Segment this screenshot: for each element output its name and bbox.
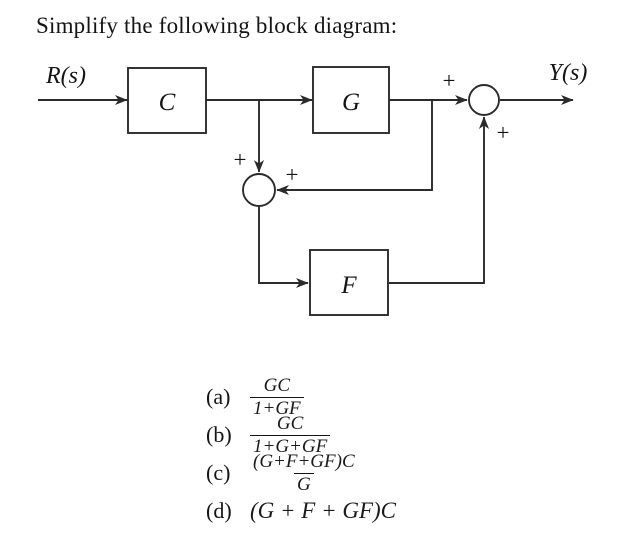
answer-option-b[interactable]: (b) GC 1+G+GF (206, 413, 626, 456)
block-G (312, 66, 390, 134)
sign-label-output-bottom: + (497, 120, 510, 145)
answer-option-a-denominator: 1+GF (250, 396, 304, 418)
wire-G-tap-to-inner-sum (276, 100, 433, 196)
answer-choices: (a) GC 1+GF (b) GC 1+G+GF (c) (G+F+GF)C … (206, 376, 626, 530)
answer-option-b-denominator: 1+G+GF (250, 434, 331, 456)
sign-label-inner-right: + (286, 162, 299, 187)
answer-option-d[interactable]: (d) (G + F + GF)C (206, 492, 626, 530)
answer-option-a-expression: GC 1+GF (250, 376, 304, 418)
page-title: Simplify the following block diagram: (36, 13, 398, 38)
wire-F-to-output-sum (389, 116, 490, 284)
answer-option-d-expression: (G + F + GF)C (250, 498, 397, 523)
wire-inner-sum-to-F (258, 206, 309, 289)
block-F (309, 249, 389, 316)
answer-option-a-label: (a) (206, 384, 231, 409)
answer-option-c-denominator: G (293, 472, 314, 494)
answer-option-c-numerator: (G+F+GF)C (253, 451, 355, 473)
block-F-label: F (340, 272, 357, 299)
answer-option-a[interactable]: (a) GC 1+GF (206, 376, 626, 418)
answer-option-b-expression: GC 1+G+GF (250, 413, 331, 456)
block-C (127, 67, 207, 134)
answer-option-a-numerator: GC (263, 375, 291, 397)
block-G-label: G (342, 89, 360, 116)
answer-option-c-label: (c) (206, 460, 231, 485)
output-signal-label: Y(s) (549, 60, 588, 86)
summing-junction-inner (242, 173, 276, 207)
block-diagram: C G F R(s) Y(s) + + + + (38, 60, 588, 316)
sign-label-output-left: + (443, 68, 456, 93)
answer-option-b-label: (b) (206, 422, 232, 447)
answer-option-d-label: (d) (206, 498, 232, 523)
answer-option-b-numerator: GC (276, 413, 304, 435)
input-signal-label: R(s) (45, 63, 86, 89)
answer-option-c[interactable]: (c) (G+F+GF)C G (206, 452, 626, 494)
block-C-label: C (159, 89, 176, 116)
sign-label-inner-top: + (234, 147, 247, 172)
summing-junction-output (468, 84, 500, 116)
answer-option-c-expression: (G+F+GF)C G (250, 452, 358, 494)
